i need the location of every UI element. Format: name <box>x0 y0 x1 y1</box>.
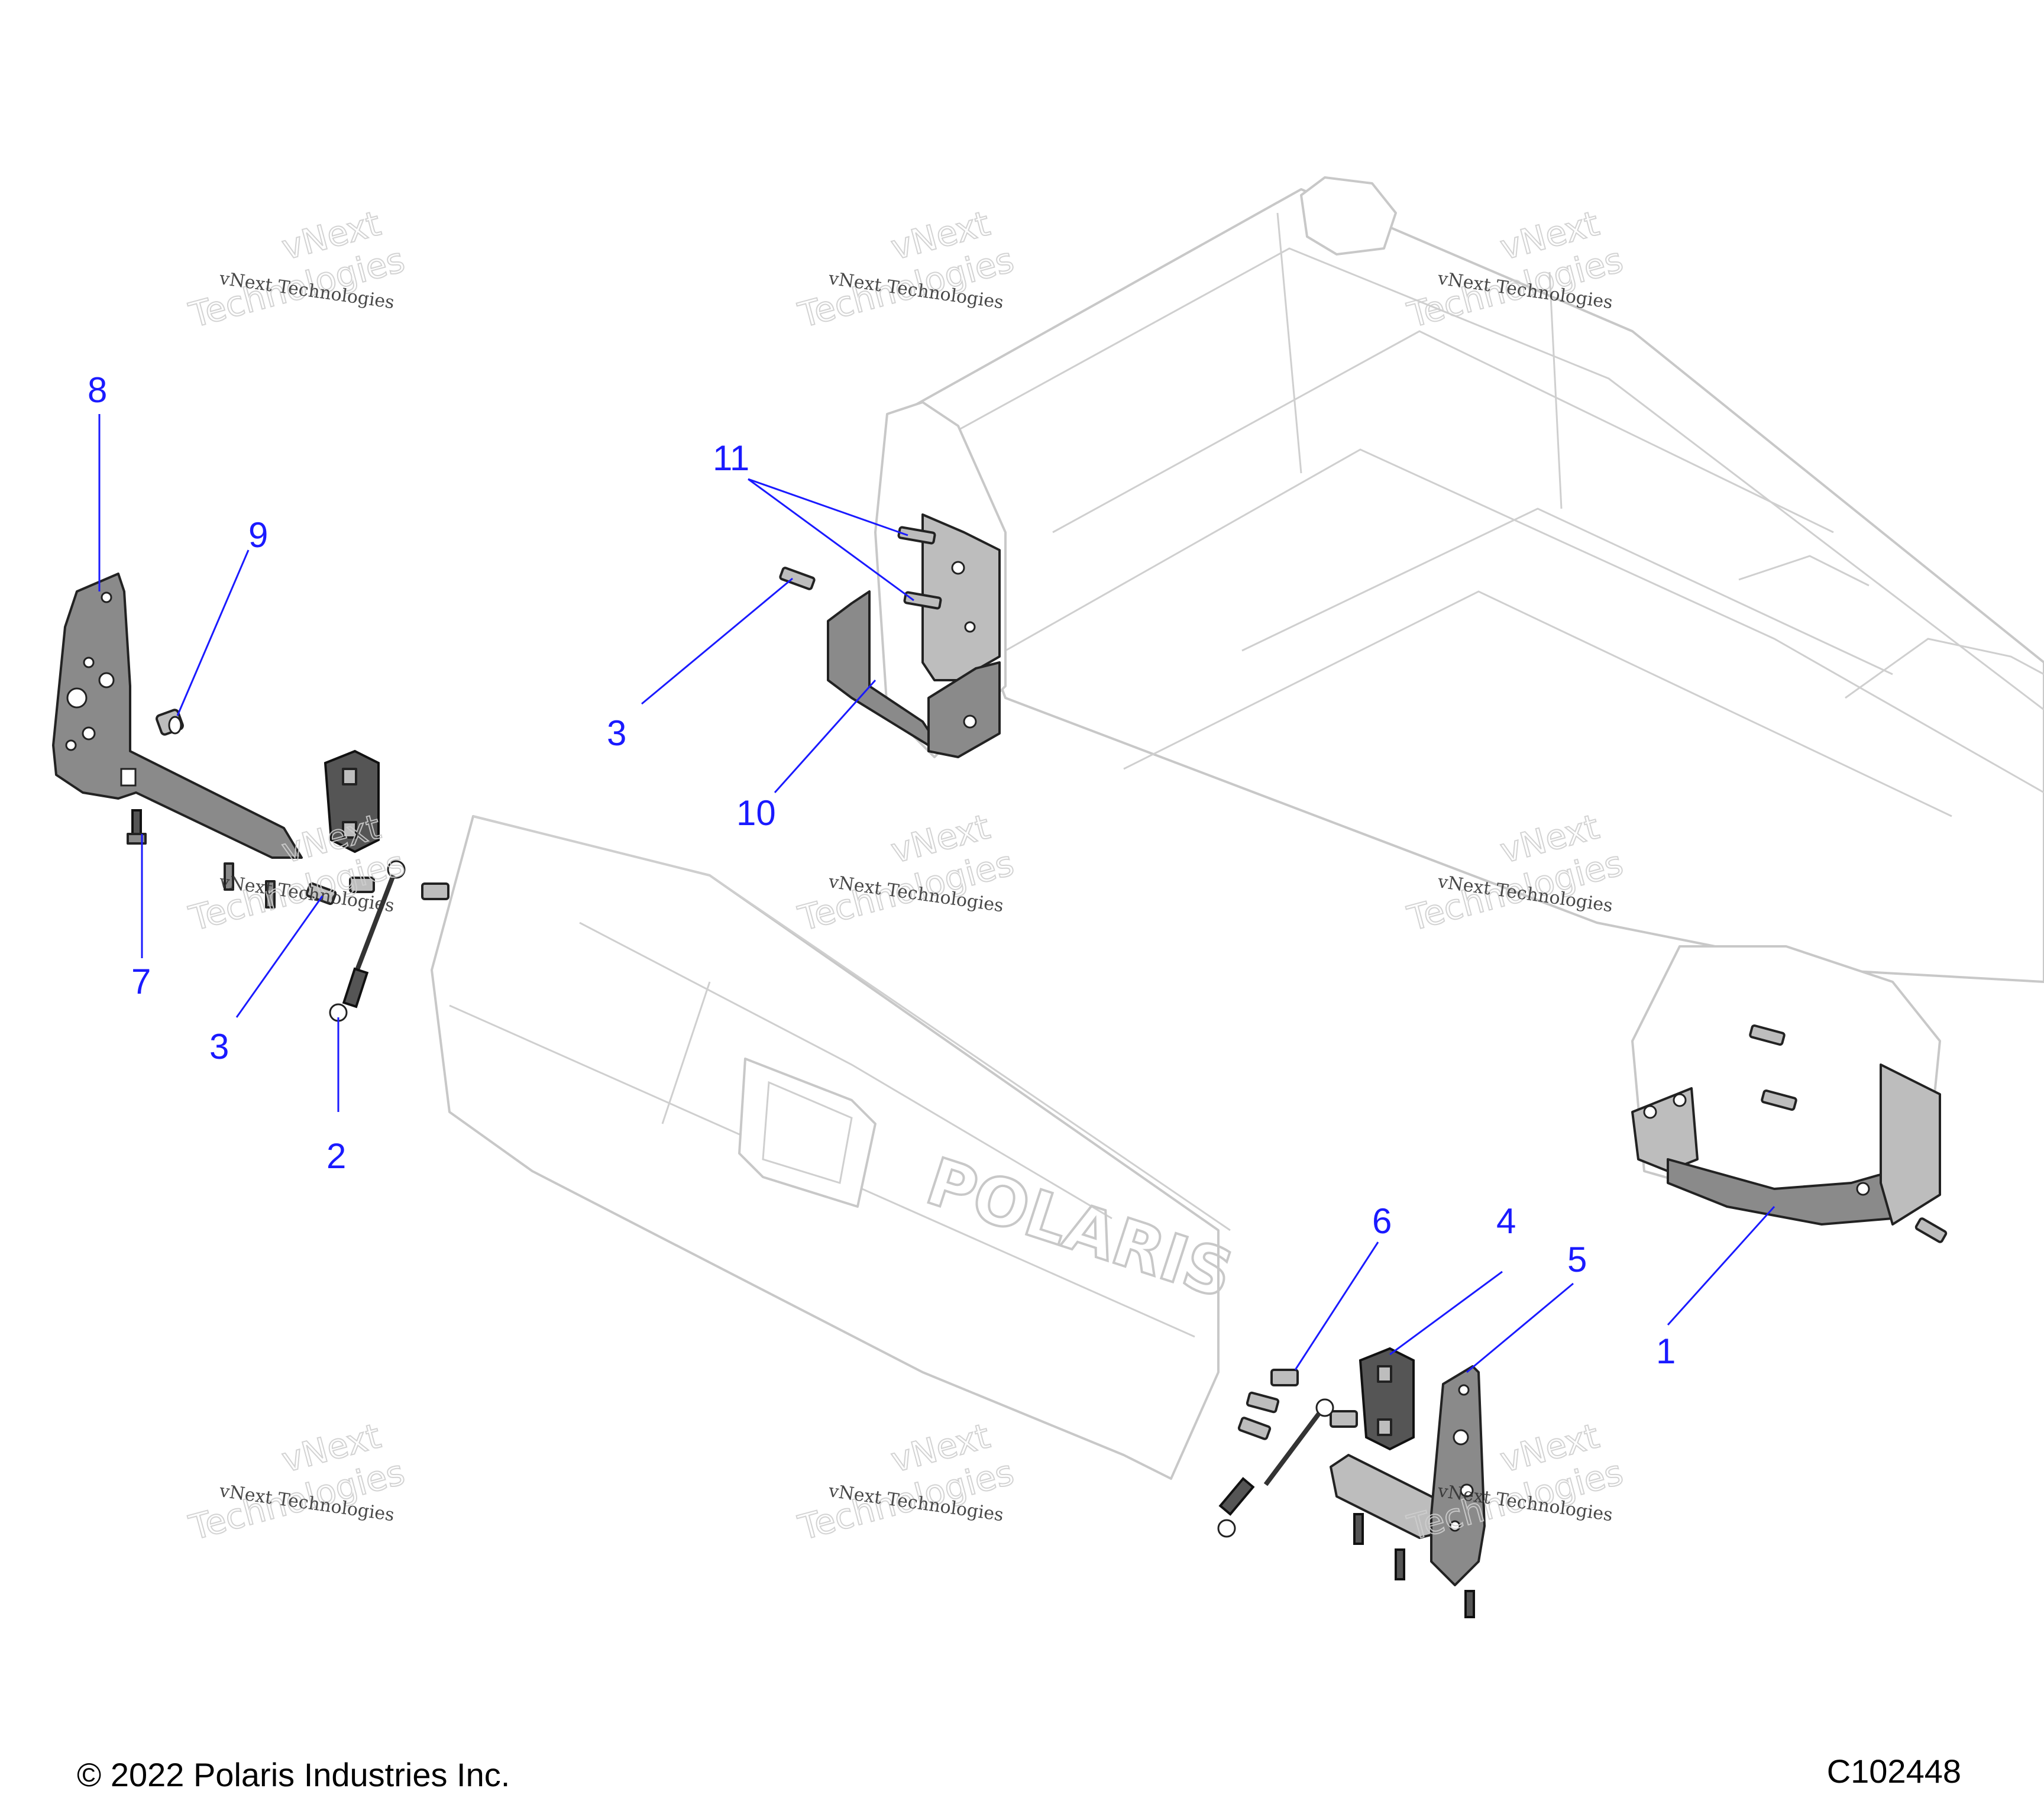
callout-2: 2 <box>326 1136 346 1176</box>
part-9-bushing <box>156 709 184 736</box>
callout-10: 10 <box>736 793 776 833</box>
part-8-left-bracket <box>52 573 303 859</box>
tailgate-outline: POLARIS <box>431 815 1243 1480</box>
part-10-bed-bracket <box>827 513 1001 758</box>
part-11-bolts <box>897 526 942 610</box>
callout-6: 6 <box>1372 1201 1392 1241</box>
callout-5: 5 <box>1567 1240 1587 1279</box>
part-4-right-latch <box>1359 1347 1415 1451</box>
callout-3-upper: 3 <box>607 713 626 753</box>
callout-7: 7 <box>131 962 151 1001</box>
left-hardware <box>224 862 449 908</box>
figure-id: C102448 <box>1826 1753 1961 1790</box>
callout-8: 8 <box>88 370 107 410</box>
callout-numbers: 8 9 7 3 2 11 3 10 1 6 4 5 <box>88 370 1676 1371</box>
right-cable <box>1217 1398 1334 1538</box>
callout-3-left: 3 <box>209 1027 229 1066</box>
part-3-upper-bolt <box>779 567 816 590</box>
left-latch <box>324 749 380 853</box>
leader-lines <box>98 414 1775 1373</box>
callout-1: 1 <box>1656 1331 1676 1371</box>
callout-9: 9 <box>248 515 268 555</box>
callout-11: 11 <box>713 438 749 478</box>
callout-4: 4 <box>1496 1201 1516 1241</box>
copyright: © 2022 Polaris Industries Inc. <box>77 1756 510 1793</box>
part-2-left-cable <box>329 860 406 1022</box>
part-6-right-hardware <box>1237 1369 1405 1580</box>
part-5-right-bracket <box>1330 1365 1486 1618</box>
part-1-right-bracket <box>1631 1024 1948 1243</box>
vehicle-bed-outline <box>874 176 2044 1220</box>
